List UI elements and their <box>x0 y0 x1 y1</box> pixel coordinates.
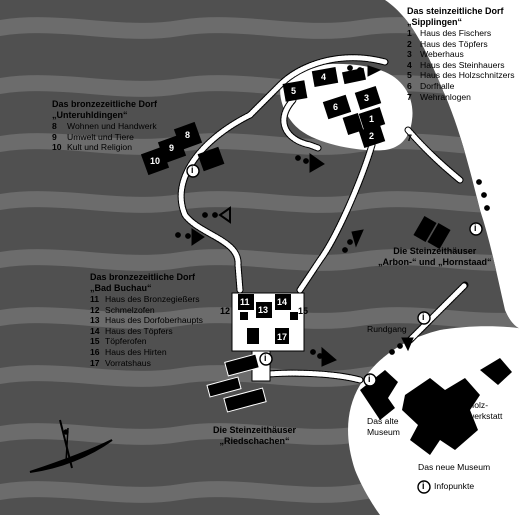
arbon-label: Die Steinzeithäuser „Arbon-“ und „Hornst… <box>378 246 492 268</box>
house-label-14: 14 <box>277 297 288 307</box>
house-label-13: 13 <box>258 305 269 315</box>
info-symbol: i <box>422 481 425 491</box>
riedschachen-label: Die Steinzeithäuser „Riedschachen“ <box>213 425 296 447</box>
house-6 <box>322 94 352 120</box>
tour-arrows <box>175 65 490 367</box>
arbon-title-1: Die Steinzeithäuser <box>393 246 477 256</box>
arbon-houses <box>413 215 451 250</box>
house-label-15: 15 <box>298 306 309 316</box>
sipplingen-title-1: Das steinzeitliche Dorf <box>407 6 504 16</box>
info-points <box>186 164 483 494</box>
boardwalks <box>177 54 469 384</box>
new-museum-label: Das neue Museum <box>418 462 491 472</box>
unteruhldingen-title-1: Das bronzezeitliche Dorf <box>52 99 158 109</box>
info-symbol: i <box>368 374 371 384</box>
house-15 <box>290 312 298 320</box>
house-label-8: 8 <box>185 130 191 140</box>
house-3 <box>354 86 382 110</box>
unteruhldingen-houses <box>140 121 225 176</box>
house-extra-b <box>342 112 364 136</box>
house-label-10: 10 <box>150 156 161 166</box>
house-label-16: 16 <box>247 332 258 342</box>
house-11 <box>238 294 254 310</box>
house-10 <box>140 146 170 176</box>
house-label-7: 7 <box>407 133 413 143</box>
badbuchau-houses <box>238 294 298 344</box>
house-label-12: 12 <box>220 306 231 316</box>
house-label-9: 9 <box>169 143 175 153</box>
holzwerkstatt <box>480 358 512 385</box>
house-14 <box>275 294 291 310</box>
house-9 <box>157 134 187 164</box>
house-label-1: 1 <box>369 114 375 124</box>
house-17 <box>275 328 289 344</box>
house-extra-u <box>197 146 225 172</box>
infopunkte-label: Infopunkte <box>434 481 475 491</box>
house-label-6: 6 <box>333 102 339 112</box>
house-13 <box>256 302 272 318</box>
house-label-2: 2 <box>369 131 375 141</box>
old-museum-label: Das alte Museum <box>367 416 400 437</box>
badbuchau-title-2: „Bad Buchau“ <box>90 283 152 293</box>
rundgang-label: Rundgang <box>367 324 407 334</box>
new-museum <box>402 378 480 455</box>
sipplingen-title-2: „Sipplingen“ <box>407 17 462 27</box>
house-4 <box>311 67 339 87</box>
badbuchau-legend: Das bronzezeitliche Dorf „Bad Buchau“ 11… <box>90 272 203 368</box>
boat <box>29 419 113 473</box>
unteruhldingen-legend: Das bronzezeitliche Dorf „Unteruhldingen… <box>52 99 157 153</box>
info-symbol: i <box>264 353 267 363</box>
riedschachen-houses <box>206 353 267 413</box>
info-symbol: i <box>191 165 194 175</box>
unteruhldingen-title-2: „Unteruhldingen“ <box>52 110 128 120</box>
sipplingen-houses <box>282 67 386 148</box>
house-label-5: 5 <box>291 86 297 96</box>
house-5 <box>282 80 308 102</box>
info-symbol: i <box>422 312 425 322</box>
info-symbol: i <box>474 223 477 233</box>
arbon-title-2: „Arbon-“ und „Hornstaad“ <box>378 257 492 267</box>
badbuchau-title-1: Das bronzezeitliche Dorf <box>90 272 196 282</box>
house-label-3: 3 <box>364 93 370 103</box>
house-16 <box>247 328 259 344</box>
riedschachen-title-1: Die Steinzeithäuser <box>213 425 297 435</box>
holzwerkstatt-label: Holz- werkstatt <box>468 400 503 421</box>
house-label-11: 11 <box>240 297 250 307</box>
house-label-17: 17 <box>277 332 288 342</box>
house-label-4: 4 <box>321 72 327 82</box>
house-2 <box>358 124 386 148</box>
house-12 <box>240 312 248 320</box>
riedschachen-title-2: „Riedschachen“ <box>219 436 290 446</box>
